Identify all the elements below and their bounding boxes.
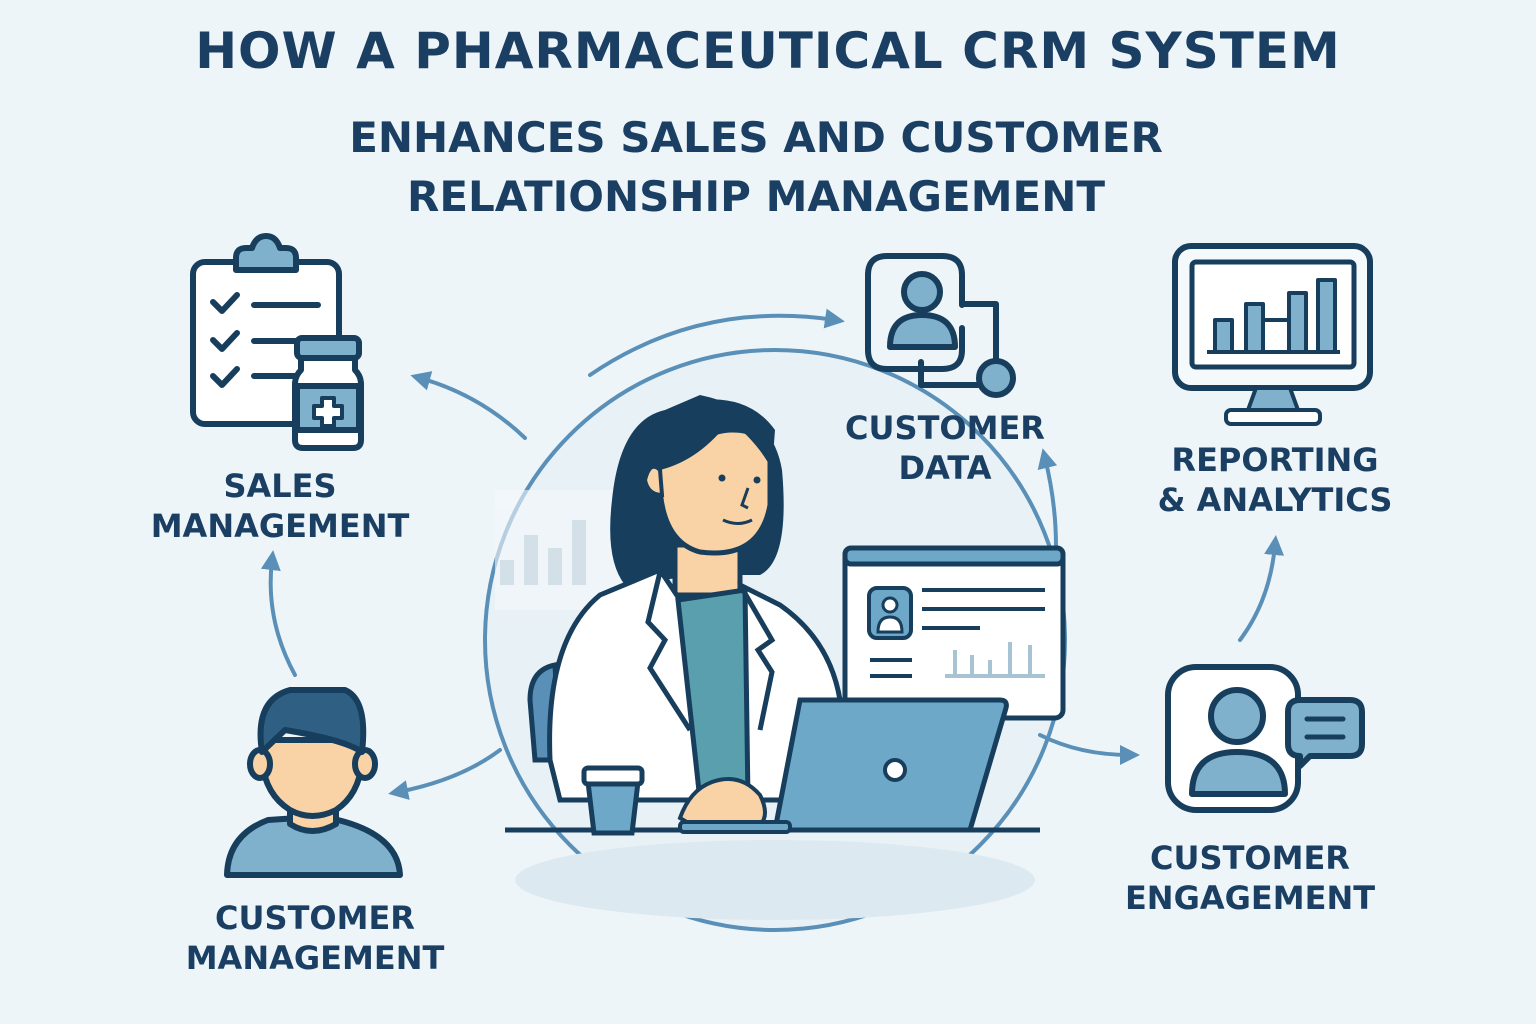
background-chart [495, 490, 625, 610]
node-reporting-analytics: REPORTING & ANALYTICS [1130, 440, 1420, 520]
sales-management-line1: SALES [223, 467, 337, 505]
arrow-to-engagement [1038, 733, 1140, 765]
arrow-to-customer-management-up [260, 550, 297, 677]
monitor-bar-chart-icon [1172, 243, 1373, 426]
arrow-to-customer-management [388, 748, 502, 800]
engagement-line1: CUSTOMER [1150, 839, 1350, 877]
engagement-line2: ENGAGEMENT [1124, 879, 1376, 917]
user-chat-icon [1165, 664, 1365, 813]
customer-avatar-icon [224, 687, 403, 878]
arrow-to-customer-data [588, 308, 845, 377]
customer-management-line2: MANAGEMENT [185, 939, 445, 977]
reporting-line1: REPORTING [1171, 441, 1379, 479]
clipboard-medicine-icon [190, 233, 364, 451]
customer-management-line1: CUSTOMER [215, 899, 415, 937]
pharma-rep-illustration [495, 395, 1066, 836]
customer-data-line1: CUSTOMER [845, 409, 1045, 447]
sales-management-line2: MANAGEMENT [150, 507, 410, 545]
title-line-1: HOW A PHARMACEUTICAL CRM SYSTEM [195, 22, 1341, 80]
arrow-to-sales [410, 371, 527, 440]
reporting-line2: & ANALYTICS [1157, 481, 1393, 519]
arrow-to-reporting [1238, 535, 1285, 642]
customer-data-line2: DATA [898, 449, 992, 487]
node-customer-management: CUSTOMER MANAGEMENT [160, 898, 470, 978]
node-customer-engagement: CUSTOMER ENGAGEMENT [1095, 838, 1405, 918]
node-sales-management: SALES MANAGEMENT [130, 466, 430, 546]
node-customer-data: CUSTOMER DATA [810, 408, 1080, 488]
user-profile-network-icon [865, 253, 1016, 398]
floor-shadow [515, 840, 1035, 920]
crm-screen [842, 545, 1066, 721]
title-line-2: ENHANCES SALES AND CUSTOMER [349, 113, 1163, 162]
title-line-3: RELATIONSHIP MANAGEMENT [406, 172, 1105, 221]
